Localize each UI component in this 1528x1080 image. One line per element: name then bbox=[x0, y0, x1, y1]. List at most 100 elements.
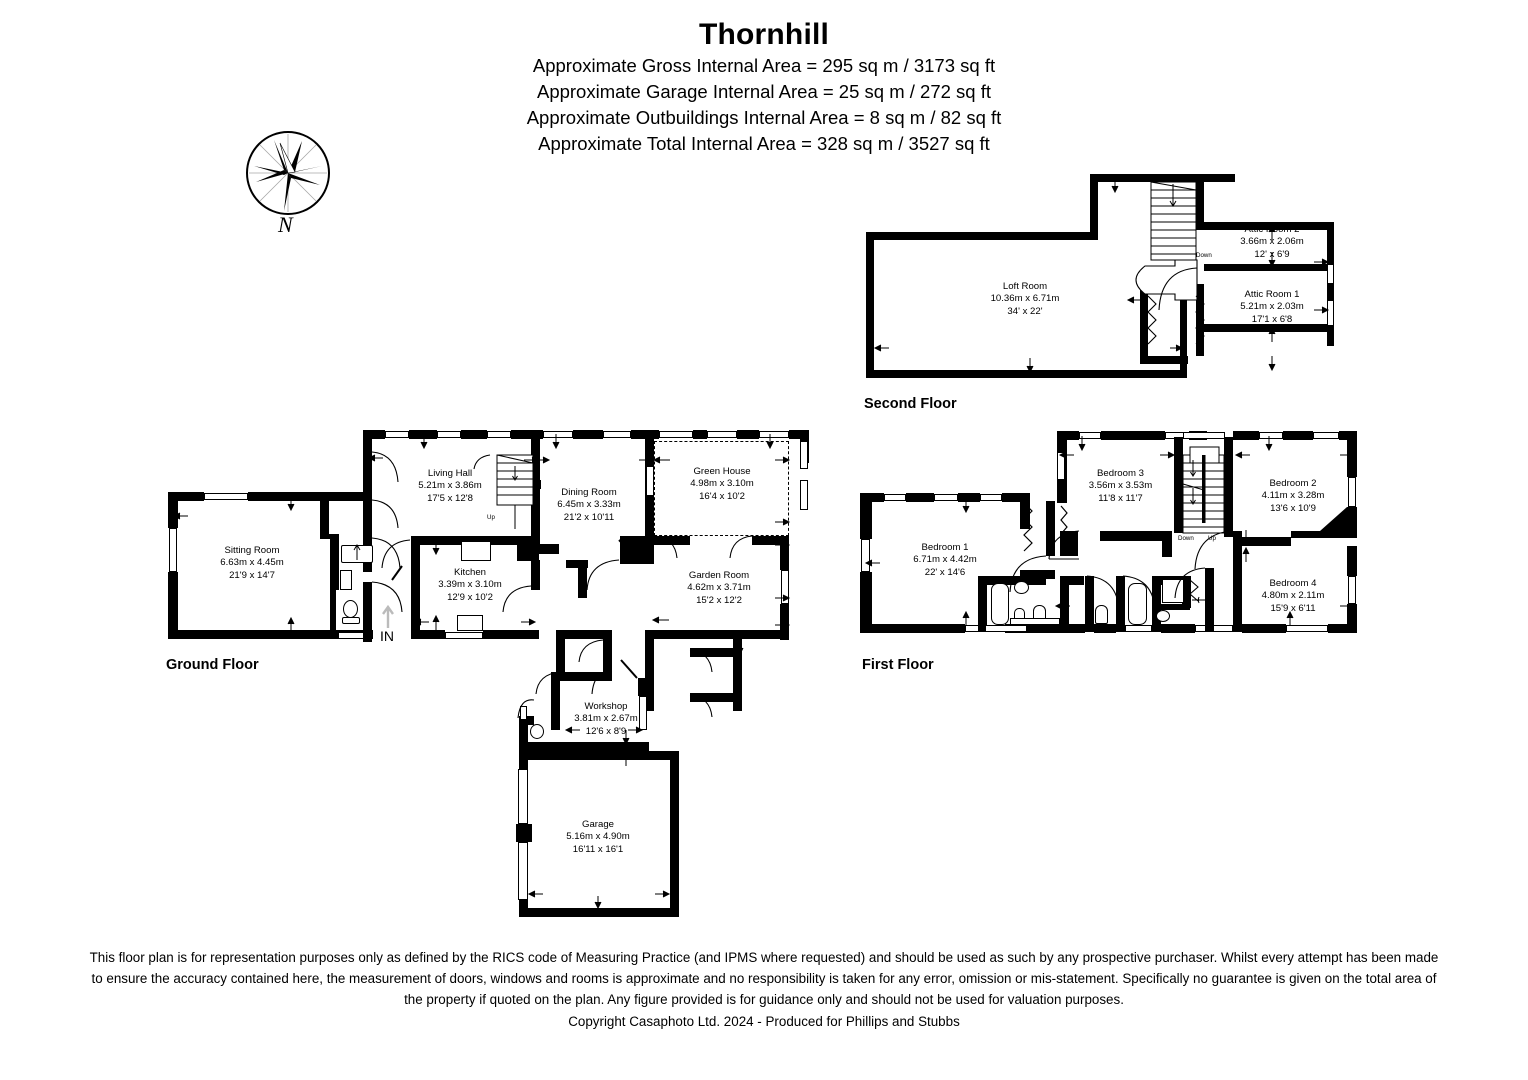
wall bbox=[860, 493, 884, 502]
wall bbox=[866, 232, 874, 378]
window bbox=[1195, 625, 1233, 632]
window bbox=[1125, 625, 1152, 632]
wall bbox=[789, 430, 809, 439]
wall bbox=[519, 716, 528, 742]
room-name: Bedroom 3 bbox=[1097, 468, 1144, 479]
window bbox=[781, 570, 789, 604]
stair-down-label-second: Down bbox=[1196, 252, 1212, 259]
room-imperial: 17'1 x 6'8 bbox=[1251, 313, 1293, 325]
room-bedroom-3: Bedroom 3 3.56m x 3.53m 11'8 x 11'7 bbox=[1063, 468, 1178, 505]
room-name: Attic Room 1 bbox=[1244, 289, 1300, 300]
window bbox=[639, 696, 647, 730]
toilet-fixture bbox=[1095, 605, 1108, 624]
room-imperial: 15'2 x 12'2 bbox=[696, 594, 742, 606]
toilet-fixture bbox=[530, 724, 544, 739]
room-metric: 5.16m x 4.90m bbox=[566, 831, 630, 843]
wall bbox=[1060, 576, 1069, 626]
window bbox=[1327, 264, 1334, 284]
area-line-total: Approximate Total Internal Area = 328 sq… bbox=[538, 133, 990, 155]
wall bbox=[1020, 493, 1030, 529]
room-name: Green House bbox=[693, 466, 751, 477]
area-line-gross: Approximate Gross Internal Area = 295 sq… bbox=[532, 54, 996, 76]
basin-fixture bbox=[1014, 581, 1029, 594]
green-house-outline bbox=[654, 441, 789, 536]
wall bbox=[741, 630, 789, 639]
room-name: Living Hall bbox=[427, 468, 473, 479]
wall bbox=[483, 630, 539, 639]
room-bedroom-4: Bedroom 4 4.80m x 2.11m 15'9 x 6'11 bbox=[1233, 578, 1353, 615]
sink-fixture bbox=[457, 615, 483, 631]
wall bbox=[556, 672, 612, 681]
window bbox=[707, 431, 737, 438]
wall bbox=[330, 534, 339, 590]
wall bbox=[1233, 537, 1291, 546]
header-block: Thornhill Approximate Gross Internal Are… bbox=[0, 18, 1528, 158]
wall bbox=[1161, 624, 1195, 633]
wall bbox=[411, 536, 483, 545]
wall bbox=[958, 493, 980, 502]
wall bbox=[519, 908, 679, 917]
compass-rose: N bbox=[240, 128, 340, 238]
room-metric: 3.56m x 3.53m bbox=[1088, 480, 1153, 492]
wall bbox=[1180, 294, 1187, 378]
wall bbox=[645, 496, 654, 536]
wall bbox=[1283, 431, 1313, 440]
wall bbox=[363, 430, 372, 480]
room-dining-room: Dining Room 6.45m x 3.33m 21'2 x 10'11 bbox=[534, 487, 644, 524]
wall bbox=[670, 751, 679, 917]
wall bbox=[1205, 568, 1214, 632]
wall bbox=[1020, 570, 1055, 579]
wall bbox=[1140, 356, 1188, 364]
room-metric: 3.81m x 2.67m bbox=[574, 713, 638, 725]
wall bbox=[1233, 531, 1242, 546]
wall bbox=[906, 493, 934, 502]
wall bbox=[483, 536, 531, 545]
wall bbox=[528, 751, 679, 760]
window bbox=[1057, 452, 1065, 480]
room-garage: Garage 5.16m x 4.90m 16'11 x 16'1 bbox=[538, 819, 658, 856]
wall bbox=[860, 493, 872, 539]
room-bedroom-1: Bedroom 1 6.71m x 4.42m 22' x 14'6 bbox=[885, 542, 1005, 579]
room-metric: 5.21m x 2.03m bbox=[1240, 301, 1304, 313]
wall bbox=[866, 370, 1187, 378]
room-name: Attic Room 2 bbox=[1244, 224, 1300, 235]
room-imperial: 16'11 x 16'1 bbox=[572, 843, 624, 855]
footer-block: This floor plan is for representation pu… bbox=[84, 948, 1444, 1033]
wall bbox=[645, 630, 654, 664]
wall bbox=[1101, 431, 1133, 440]
bath-fixture bbox=[991, 583, 1009, 625]
room-workshop: Workshop 3.81m x 2.67m 12'6 x 8'9 bbox=[546, 701, 666, 738]
window bbox=[800, 480, 808, 510]
room-imperial: 12'9 x 10'2 bbox=[447, 591, 493, 603]
wall bbox=[363, 582, 372, 642]
wall bbox=[1060, 531, 1078, 556]
window bbox=[884, 494, 906, 501]
window bbox=[1183, 432, 1225, 439]
floor-label-ground: Ground Floor bbox=[166, 657, 259, 673]
room-imperial: 12'6 x 8'9 bbox=[585, 725, 627, 737]
room-attic-room-2: Attic Room 2 3.66m x 2.06m 12' x 6'9 bbox=[1212, 224, 1332, 261]
window bbox=[985, 625, 1027, 632]
room-imperial: 16'4 x 10'2 bbox=[699, 490, 745, 502]
wall bbox=[248, 492, 366, 501]
wall bbox=[1152, 604, 1190, 610]
wall bbox=[1035, 624, 1085, 633]
counter-fixture bbox=[1010, 618, 1060, 625]
compass-north-label: N bbox=[277, 212, 294, 237]
wall bbox=[1116, 576, 1125, 632]
window bbox=[980, 494, 1002, 501]
window bbox=[1348, 477, 1356, 507]
wall bbox=[363, 430, 385, 439]
room-imperial: 34' x 22' bbox=[1007, 305, 1043, 317]
room-name: Garden Room bbox=[688, 570, 750, 581]
garage-door-window bbox=[518, 769, 528, 824]
wall bbox=[1196, 174, 1204, 230]
garage-door-window bbox=[518, 842, 528, 900]
wall bbox=[603, 630, 612, 678]
wall bbox=[690, 648, 740, 657]
